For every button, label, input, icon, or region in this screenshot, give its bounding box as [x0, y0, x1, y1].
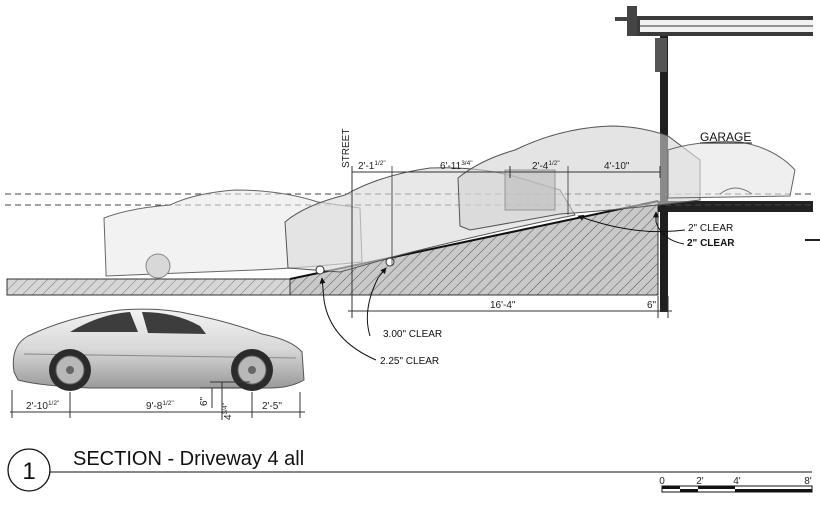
scale-tick-0: 0	[659, 476, 665, 487]
scale-tick-1: 2'	[696, 476, 704, 487]
street-label: STREET	[341, 129, 352, 168]
garage-label: GARAGE	[700, 130, 751, 144]
note-clear-2-lower: 2" CLEAR	[687, 238, 735, 249]
street-ground	[6, 278, 291, 296]
car-dimensions: 2'-101/2" 9'-81/2" 2'-5" 6" 43/4"	[10, 381, 305, 420]
car-silhouette-ramp	[457, 125, 701, 231]
ramp-dimension: 16'-4" 6"	[348, 296, 672, 318]
section-title: SECTION - Driveway 4 all	[73, 448, 304, 470]
note-clear-225: 2.25" CLEAR	[380, 356, 439, 367]
dim-car-rear: 2'-5"	[262, 401, 282, 412]
dim-ramp-length: 16'-4"	[490, 300, 516, 311]
dim-landing: 6"	[647, 300, 657, 311]
street-line: STREET	[341, 129, 353, 318]
dim-top-2: 6'-113/4"	[440, 160, 473, 172]
dim-car-clear-a: 6"	[199, 396, 210, 406]
title-block: 1 SECTION - Driveway 4 all	[7, 448, 812, 492]
note-clear-300: 3.00" CLEAR	[383, 329, 442, 340]
scale-bar: 0 2' 4' 8'	[659, 476, 813, 493]
top-dimension-chain: 2'-11/2" 6'-113/4" 2'-41/2" 4'-10"	[351, 160, 661, 265]
dim-top-4: 4'-10"	[604, 161, 630, 172]
dim-top-1: 2'-11/2"	[358, 160, 386, 172]
dim-top-3: 2'-41/2"	[532, 160, 560, 172]
section-number: 1	[22, 458, 35, 485]
dim-car-clear-b: 43/4"	[222, 402, 234, 420]
dim-car-wheelbase: 9'-81/2"	[146, 400, 174, 412]
dim-car-front: 2'-101/2"	[26, 400, 60, 412]
scale-tick-3: 8'	[804, 476, 812, 487]
scale-tick-2: 4'	[733, 476, 741, 487]
reference-car	[12, 308, 305, 391]
car-silhouette-garage	[667, 141, 796, 199]
note-clear-2-upper: 2" CLEAR	[688, 223, 733, 234]
clearance-callouts: 3.00" CLEAR 2.25" CLEAR 2" CLEAR 2" CLEA…	[319, 211, 735, 367]
